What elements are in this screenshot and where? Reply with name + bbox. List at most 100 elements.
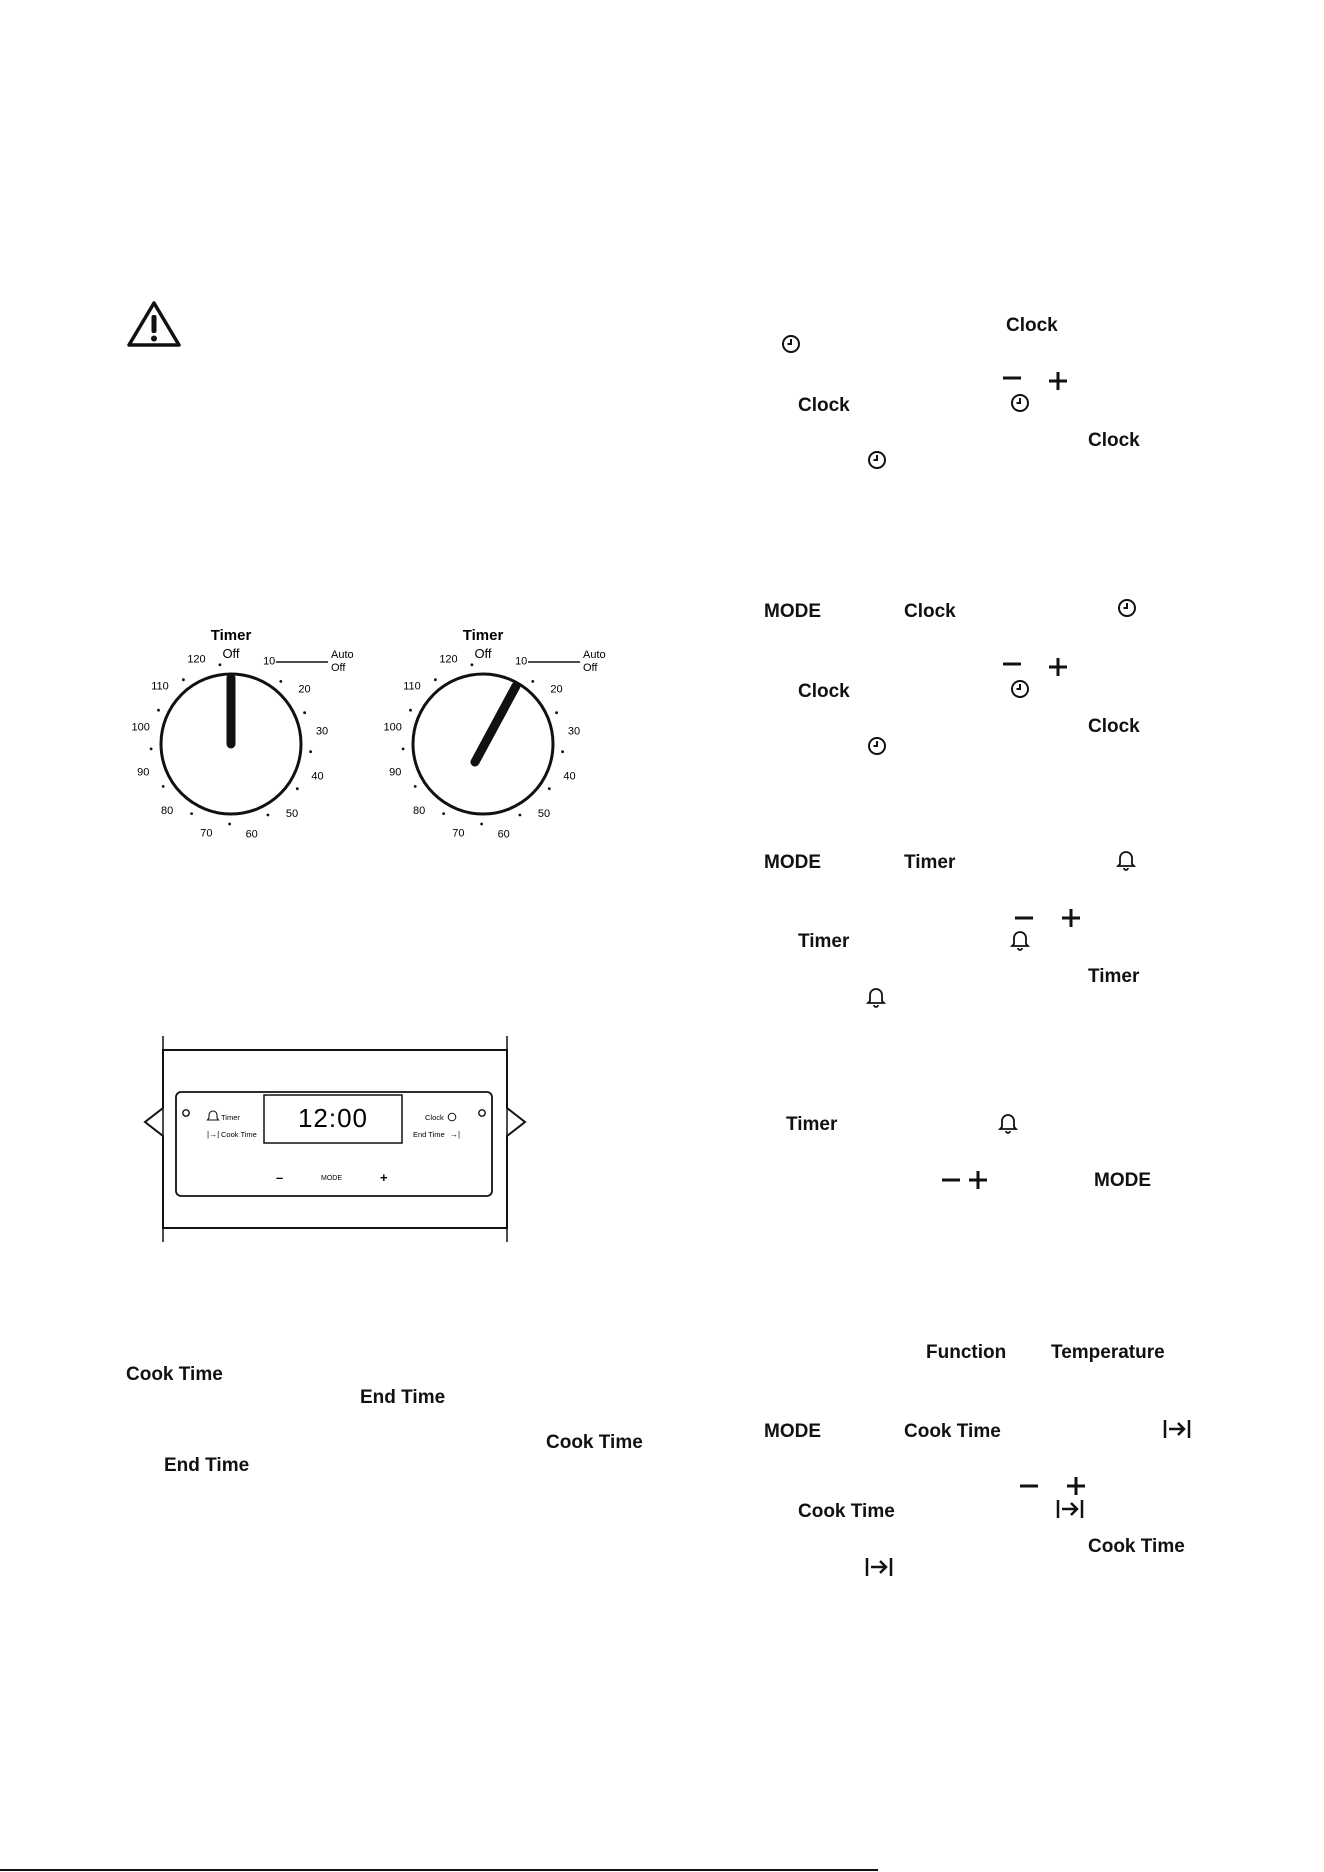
- end-time-icon: →|: [450, 1130, 460, 1139]
- dial-auto-sub: Off: [583, 662, 598, 674]
- dial-tick-dot: [413, 785, 417, 788]
- dial-tick-label: 20: [550, 684, 562, 696]
- dial-title: Timer: [463, 627, 504, 644]
- clock-label: Clock: [1088, 716, 1140, 737]
- dial-tick-dot: [470, 663, 474, 667]
- cook-time-icon: [1056, 1500, 1084, 1518]
- dial-tick-dot: [182, 678, 185, 682]
- function-label: Function: [926, 1342, 1007, 1363]
- temperature-label: Temperature: [1051, 1342, 1165, 1363]
- panel-cook-time-label: Cook Time: [221, 1130, 257, 1139]
- dial-tick-dot: [561, 750, 564, 754]
- cook-time-label: Cook Time: [546, 1432, 643, 1453]
- dial-tick-label: 60: [498, 829, 510, 841]
- dial-tick-label: 100: [132, 721, 150, 733]
- dial-tick-label: 50: [538, 808, 550, 820]
- dial-tick-dot: [157, 708, 160, 712]
- dial-tick-dot: [409, 708, 412, 712]
- clock-icon: [447, 1112, 457, 1122]
- clock-icon: [1011, 680, 1029, 698]
- panel-timer-label: Timer: [221, 1113, 240, 1122]
- panel-end-time-label: End Time: [413, 1130, 445, 1139]
- bell-icon: [1116, 851, 1136, 871]
- dial-tick-dot: [442, 812, 445, 815]
- panel-plus-button[interactable]: +: [380, 1170, 388, 1185]
- cook-time-label: Cook Time: [904, 1421, 1001, 1442]
- control-panel-figure: 12:00 Timer |→| Cook Time Clock End Time…: [143, 1036, 527, 1242]
- dial-tick-label: 110: [151, 681, 169, 693]
- timer-label: Timer: [798, 931, 850, 952]
- minus-icon: [1003, 662, 1021, 666]
- dial-auto: Auto: [583, 649, 606, 661]
- footer-rule: [0, 1869, 878, 1871]
- dial-tick-dot: [161, 785, 165, 788]
- dial-auto-sub: Off: [331, 662, 346, 674]
- dial-tick-dot: [303, 711, 306, 715]
- minus-icon: [1003, 376, 1021, 380]
- dial-tick-label: 40: [311, 771, 323, 783]
- dial-tick-dot: [295, 787, 299, 791]
- panel-clock-label: Clock: [425, 1113, 444, 1122]
- panel-mode-button[interactable]: MODE: [321, 1175, 342, 1182]
- dial-tick-dot: [531, 680, 535, 683]
- dial-tick-dot: [480, 822, 483, 826]
- dial-tick-label: 70: [452, 828, 464, 840]
- bell-icon: [866, 988, 886, 1008]
- dial-tick-dot: [518, 813, 522, 817]
- clock-label: Clock: [1088, 430, 1140, 451]
- timer-label: Timer: [786, 1114, 838, 1135]
- dial-tick-dot: [279, 680, 283, 683]
- plus-icon: [1067, 1477, 1085, 1495]
- minus-icon: [1015, 916, 1033, 920]
- dial-tick-label: 30: [568, 725, 580, 737]
- dial-tick-label: 10: [263, 655, 275, 667]
- dial-tick-label: 20: [298, 684, 310, 696]
- plus-icon: [1062, 909, 1080, 927]
- clock-label: Clock: [904, 601, 956, 622]
- dial-tick-label: 70: [200, 828, 212, 840]
- dial-tick-label: 120: [439, 654, 457, 666]
- minus-icon: [942, 1178, 960, 1182]
- panel-minus-button[interactable]: –: [276, 1170, 283, 1185]
- mode-label: MODE: [764, 852, 821, 873]
- dial-tick-label: 30: [316, 725, 328, 737]
- plus-icon: [969, 1171, 987, 1189]
- dial-tick-label: 40: [563, 771, 575, 783]
- clock-label: Clock: [798, 395, 850, 416]
- cook-time-label: Cook Time: [1088, 1536, 1185, 1557]
- bell-icon: [206, 1110, 220, 1121]
- dial-tick-label: 100: [384, 721, 402, 733]
- dial-tick-dot: [434, 678, 437, 682]
- cook-time-label: Cook Time: [126, 1364, 223, 1385]
- dial-tick-label: 10: [515, 655, 527, 667]
- plus-icon: [1049, 372, 1067, 390]
- cook-time-icon: |→|: [207, 1130, 219, 1139]
- clock-icon: [868, 737, 886, 755]
- clock-icon: [1011, 394, 1029, 412]
- bell-icon: [1010, 931, 1030, 951]
- dial-tick-label: 80: [413, 805, 425, 817]
- dial-title-sub: Off: [474, 646, 491, 661]
- dial-auto: Auto: [331, 649, 354, 661]
- end-time-label: End Time: [164, 1455, 250, 1476]
- mode-label: MODE: [764, 1421, 821, 1442]
- minus-icon: [1020, 1484, 1038, 1488]
- dial-tick-dot: [547, 787, 551, 791]
- cook-time-icon: [1163, 1420, 1191, 1438]
- clock-label: Clock: [798, 681, 850, 702]
- dial-tick-dot: [555, 711, 558, 715]
- end-time-label: End Time: [360, 1387, 446, 1408]
- dial-tick-label: 80: [161, 805, 173, 817]
- dial-tick-label: 120: [187, 654, 205, 666]
- dial-tick-dot: [218, 663, 222, 667]
- timer-label: Timer: [1088, 966, 1140, 987]
- dial-tick-dot: [190, 812, 193, 815]
- dial-tick-label: 50: [286, 808, 298, 820]
- mode-label: MODE: [764, 601, 821, 622]
- warning-icon: [127, 301, 181, 347]
- panel-display: 12:00: [298, 1103, 368, 1133]
- dial-tick-dot: [228, 822, 231, 826]
